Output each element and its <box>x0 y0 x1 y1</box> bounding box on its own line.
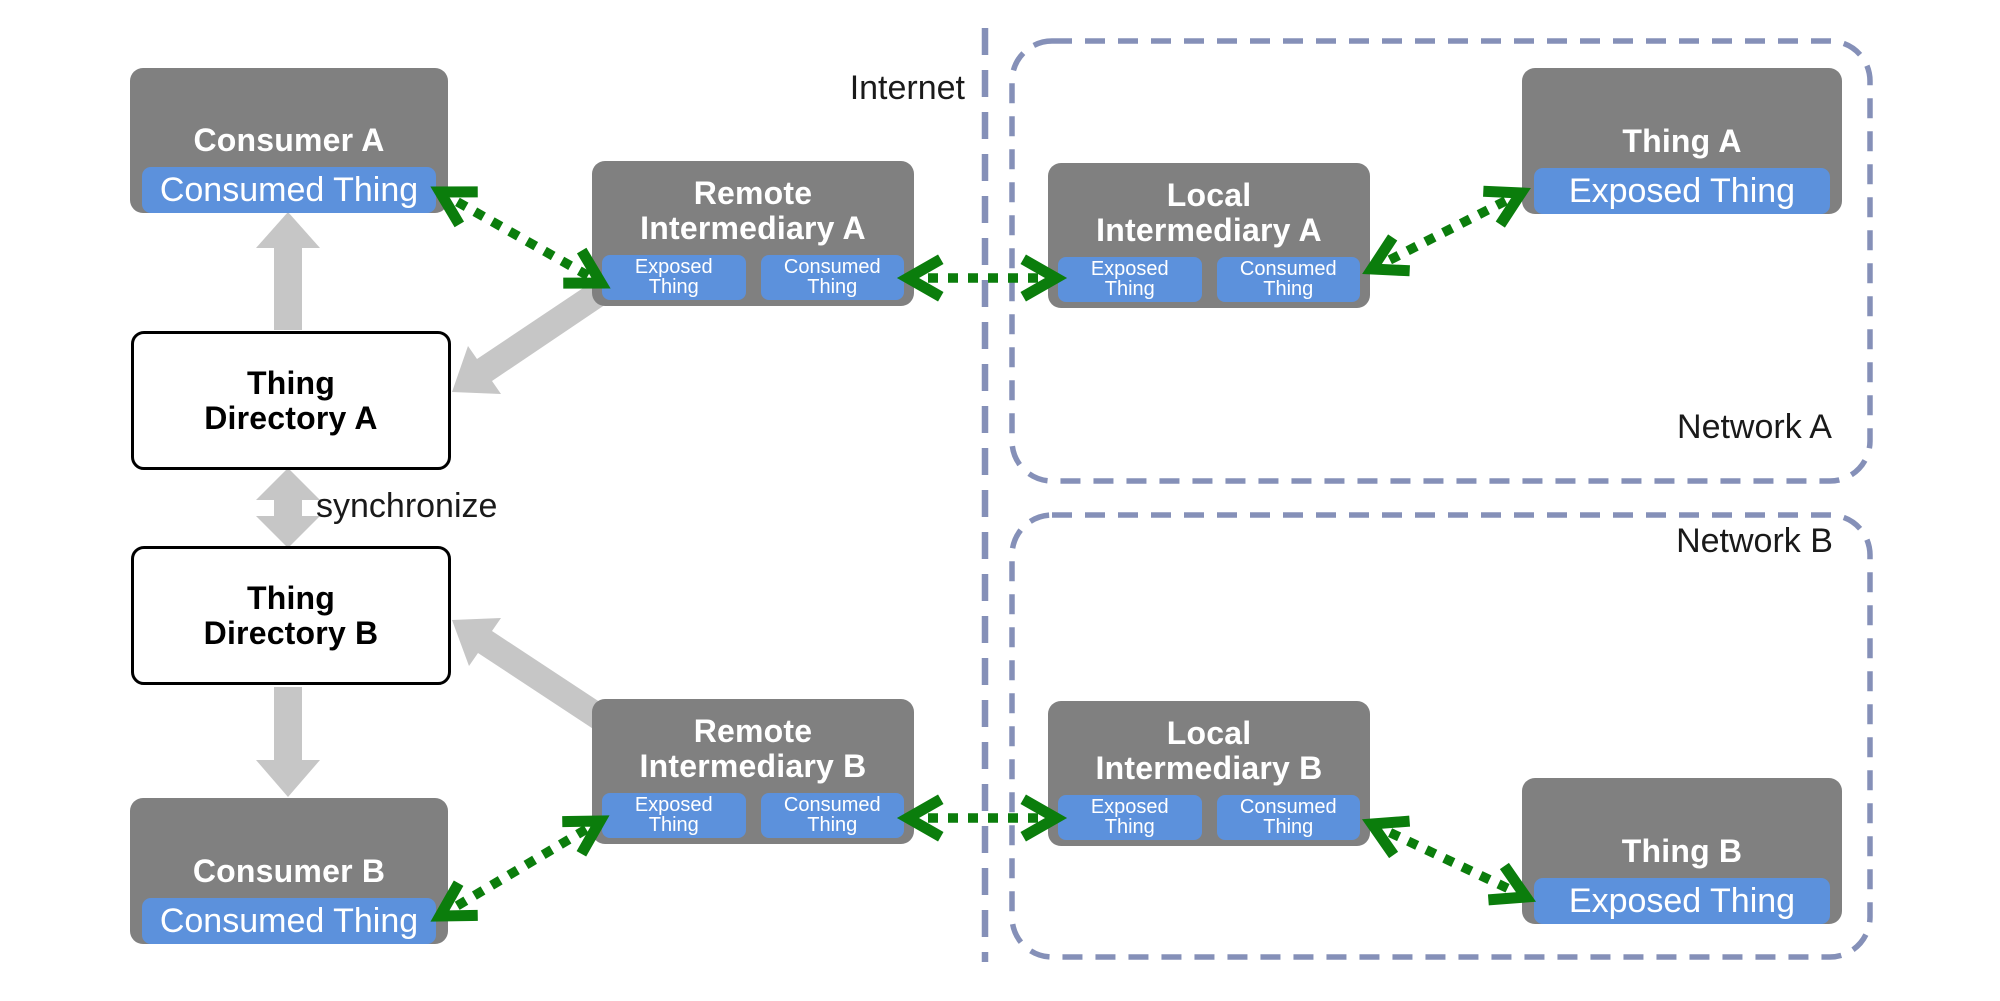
consumed-thing-bar: Consumed Thing <box>142 167 436 213</box>
node-title: Consumer A <box>193 122 385 159</box>
node-title: Remote Intermediary A <box>640 175 866 246</box>
exposed-thing-bar: Exposed Thing <box>1534 168 1830 214</box>
node-thing-directory-b: Thing Directory B <box>131 546 451 685</box>
internet-label: Internet <box>849 69 965 107</box>
node-local-intermediary-a: Local Intermediary A Exposed Thing Consu… <box>1048 163 1370 308</box>
node-remote-intermediary-b: Remote Intermediary B Exposed Thing Cons… <box>592 699 914 844</box>
synchronize-label: synchronize <box>316 487 498 525</box>
arrow-synchronize <box>256 468 320 548</box>
node-title: Local Intermediary A <box>1096 177 1322 248</box>
thing-slots: Exposed Thing Consumed Thing <box>1058 257 1360 302</box>
consumed-thing-bar: Consumed Thing <box>142 898 436 944</box>
exposed-thing-bar: Exposed Thing <box>1534 878 1830 924</box>
node-title: Thing Directory A <box>204 364 378 436</box>
node-thing-b: Thing B Exposed Thing <box>1522 778 1842 924</box>
exposed-thing-box: Exposed Thing <box>602 255 746 300</box>
node-thing-a: Thing A Exposed Thing <box>1522 68 1842 214</box>
exposed-thing-box: Exposed Thing <box>1058 795 1202 840</box>
consumed-thing-box: Consumed Thing <box>760 255 904 300</box>
network-a-label: Network A <box>1677 408 1832 446</box>
node-consumer-b: Consumer B Consumed Thing <box>130 798 448 944</box>
node-title: Remote Intermediary B <box>639 713 867 784</box>
node-local-intermediary-b: Local Intermediary B Exposed Thing Consu… <box>1048 701 1370 846</box>
node-title: Thing Directory B <box>203 579 379 651</box>
exposed-thing-box: Exposed Thing <box>1058 257 1202 302</box>
node-consumer-a: Consumer A Consumed Thing <box>130 68 448 213</box>
node-remote-intermediary-a: Remote Intermediary A Exposed Thing Cons… <box>592 161 914 306</box>
node-thing-directory-a: Thing Directory A <box>131 331 451 470</box>
thing-slots: Exposed Thing Consumed Thing <box>1058 795 1360 840</box>
node-title: Thing B <box>1621 833 1743 870</box>
network-b-label: Network B <box>1676 522 1833 560</box>
arrow-remote-a-to-directory-a <box>452 272 621 394</box>
thing-slots: Exposed Thing Consumed Thing <box>602 255 904 300</box>
arrow-remote-b-to-directory-b <box>452 618 621 738</box>
node-title: Local Intermediary B <box>1095 715 1323 786</box>
consumed-thing-box: Consumed Thing <box>760 793 904 838</box>
arrow-directory-b-to-consumer-b <box>256 687 320 797</box>
thing-slots: Exposed Thing Consumed Thing <box>602 793 904 838</box>
exposed-thing-box: Exposed Thing <box>602 793 746 838</box>
arrow-directory-a-to-consumer-a <box>256 212 320 330</box>
consumed-thing-box: Consumed Thing <box>1216 795 1360 840</box>
node-title: Thing A <box>1622 123 1742 160</box>
network-b-boundary <box>1009 512 1873 960</box>
consumed-thing-box: Consumed Thing <box>1216 257 1360 302</box>
node-title: Consumer B <box>192 853 386 890</box>
